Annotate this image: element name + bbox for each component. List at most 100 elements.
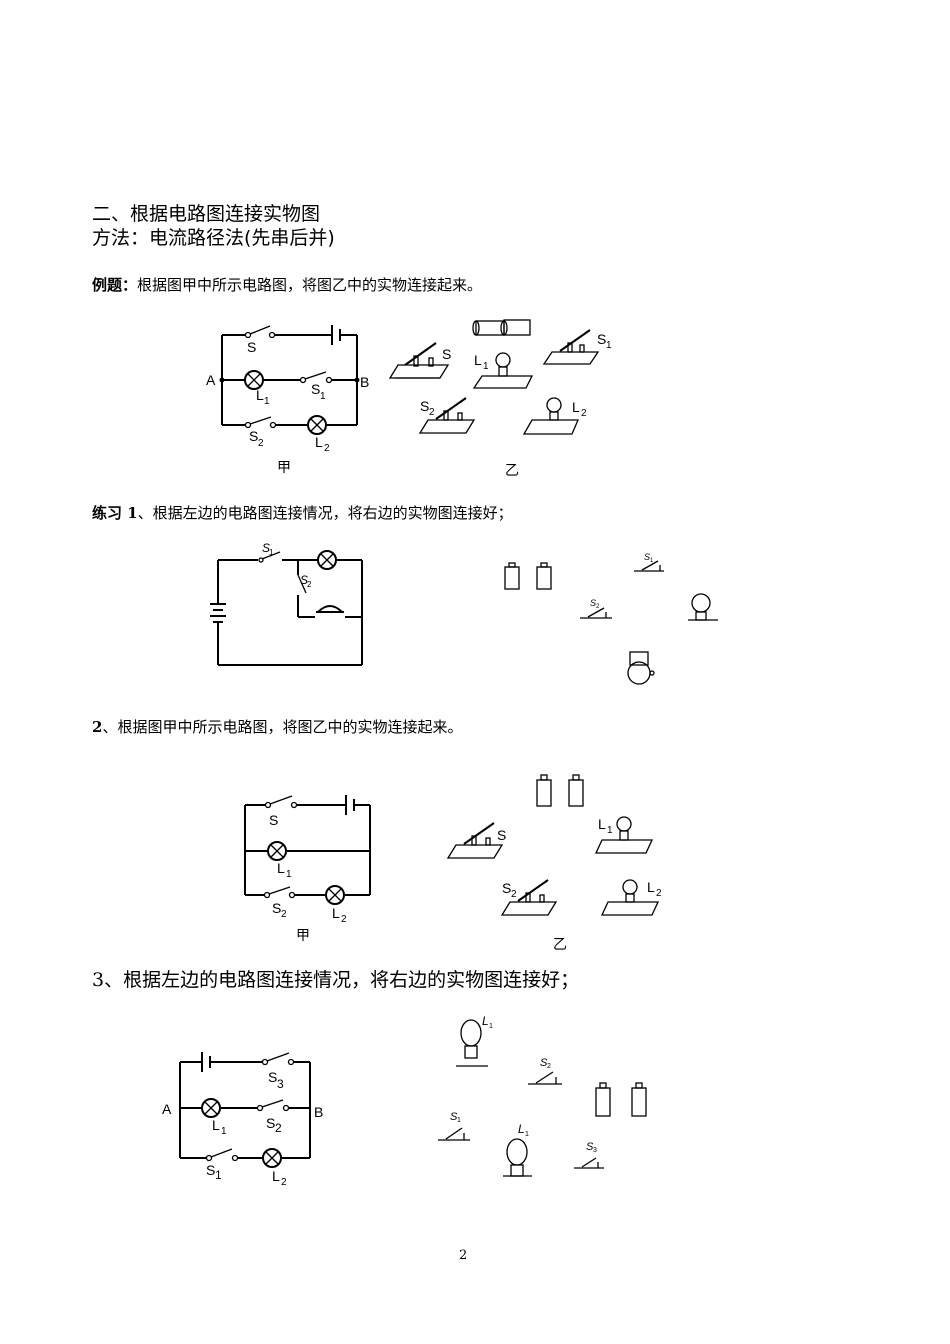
- exercise1-label: 练习 1: [92, 504, 138, 522]
- battery-icon: [504, 562, 552, 590]
- e3-label-s2: S: [266, 1115, 275, 1131]
- e2-obj-label-l2-sub: 2: [656, 888, 662, 899]
- e3-label-l1: L: [212, 1117, 220, 1133]
- e3-obj-label-s2-sub: 2: [547, 1063, 551, 1070]
- bell-icon: [627, 651, 655, 685]
- exercise1-prompt: 练习 1、根据左边的电路图连接情况，将右边的实物图连接好；: [92, 503, 513, 523]
- label-s2: S: [249, 428, 258, 444]
- e3-label-s3-sub: 3: [277, 1077, 284, 1091]
- caption-yi: 乙: [505, 462, 519, 478]
- label-s1-sub: 1: [320, 391, 326, 402]
- obj-label-s2: S: [420, 398, 429, 414]
- switch-icon: [634, 560, 664, 572]
- knife-switch-icon: [446, 822, 504, 859]
- obj-label-l2-sub: 2: [581, 408, 587, 419]
- label-s2-sub: 2: [258, 438, 264, 449]
- exercise2-label: 2: [92, 718, 103, 736]
- e2-obj-label-s: S: [497, 827, 506, 843]
- label-s1: S: [311, 381, 320, 397]
- e2-label-l1: L: [277, 860, 285, 876]
- e2-label-l2-sub: 2: [341, 914, 347, 925]
- switch-icon: [438, 1127, 470, 1141]
- obj-label-s1-sub: 1: [606, 340, 612, 351]
- battery-icon: [536, 774, 584, 807]
- knife-switch-icon: [418, 397, 476, 434]
- label-l2-sub: 2: [324, 443, 330, 454]
- section-title: 二、根据电路图连接实物图: [92, 203, 321, 225]
- e3-obj-label-l1-top: L: [482, 1014, 489, 1028]
- label-s: S: [247, 339, 256, 355]
- e2-obj-label-s2-sub: 2: [511, 889, 517, 900]
- page-number: 2: [459, 1248, 468, 1263]
- e3-obj-label-s3-sub: 3: [593, 1147, 597, 1154]
- e3-label-b: B: [314, 1104, 323, 1120]
- label-b: B: [360, 374, 369, 390]
- e2-caption-yi: 乙: [553, 936, 567, 952]
- knife-switch-icon: [388, 342, 450, 379]
- e3-obj-label-s1-sub: 1: [457, 1117, 461, 1124]
- e1-obj-label-s2-sub: 2: [596, 604, 600, 610]
- bulb-icon: [688, 593, 718, 621]
- switch-icon: [580, 607, 612, 619]
- label-l2: L: [315, 434, 323, 450]
- e1-label-s2: S: [300, 573, 308, 587]
- obj-label-s2-sub: 2: [429, 407, 435, 418]
- obj-label-l2: L: [572, 399, 580, 415]
- bulb-icon: [600, 879, 660, 916]
- switch-icon: [528, 1071, 562, 1085]
- e3-label-s1: S: [206, 1162, 215, 1178]
- e2-label-s2: S: [272, 900, 281, 916]
- label-l1-sub: 1: [264, 396, 270, 407]
- e3-label-s1-sub: 1: [215, 1168, 222, 1182]
- e2-obj-label-l2: L: [647, 879, 655, 895]
- e3-obj-label-s1: S: [450, 1111, 458, 1123]
- e3-label-l2: L: [272, 1168, 280, 1184]
- e3-obj-label-l1: L: [518, 1122, 525, 1136]
- e2-obj-label-l1-sub: 1: [607, 825, 613, 836]
- e1-obj-label-s1-sub: 1: [650, 558, 654, 564]
- e3-label-a: A: [162, 1101, 172, 1117]
- e1-obj-label-s1: S: [644, 552, 650, 562]
- bulb-icon: [594, 816, 654, 854]
- knife-switch-icon: [542, 329, 600, 365]
- bulb-icon: [522, 397, 579, 435]
- e3-label-l1-sub: 1: [221, 1126, 227, 1137]
- e3-obj-label-l1-top-sub: 1: [489, 1023, 493, 1030]
- e3-obj-label-s2: S: [540, 1057, 548, 1069]
- exercise2-prompt: 2、根据图甲中所示电路图，将图乙中的实物连接起来。: [92, 717, 462, 737]
- obj-label-l1-sub: 1: [483, 361, 489, 372]
- bulb-icon: [456, 1019, 488, 1067]
- example-prompt: 例题：根据图甲中所示电路图，将图乙中的实物连接起来。: [92, 275, 482, 295]
- e3-obj-label-l1-sub: 1: [525, 1131, 529, 1138]
- obj-label-s1: S: [597, 331, 606, 347]
- bulb-icon: [503, 1138, 532, 1177]
- knife-switch-icon: [500, 879, 558, 916]
- switch-icon: [574, 1157, 604, 1169]
- obj-label-s: S: [442, 346, 451, 362]
- e1-obj-label-s2: S: [590, 598, 596, 608]
- e1-label-s1-sub: 1: [269, 548, 274, 557]
- e2-label-s: S: [269, 812, 278, 828]
- e3-obj-label-s3: S: [586, 1141, 594, 1153]
- battery-icon: [595, 1082, 647, 1117]
- exercise3-prompt: 3、根据左边的电路图连接情况，将右边的实物图连接好；: [92, 969, 580, 991]
- e2-obj-label-l1: L: [598, 816, 606, 832]
- obj-label-l1: L: [474, 352, 482, 368]
- e1-label-s2-sub: 2: [307, 580, 312, 589]
- label-a: A: [206, 372, 216, 388]
- battery-icon: [472, 319, 531, 336]
- caption-jia: 甲: [277, 459, 291, 475]
- exercise2-text: 、根据图甲中所示电路图，将图乙中的实物连接起来。: [102, 718, 463, 736]
- exercise1-text: 、根据左边的电路图连接情况，将右边的实物图连接好；: [137, 504, 513, 522]
- e2-label-l1-sub: 1: [286, 869, 292, 880]
- example-label: 例题：: [92, 276, 138, 294]
